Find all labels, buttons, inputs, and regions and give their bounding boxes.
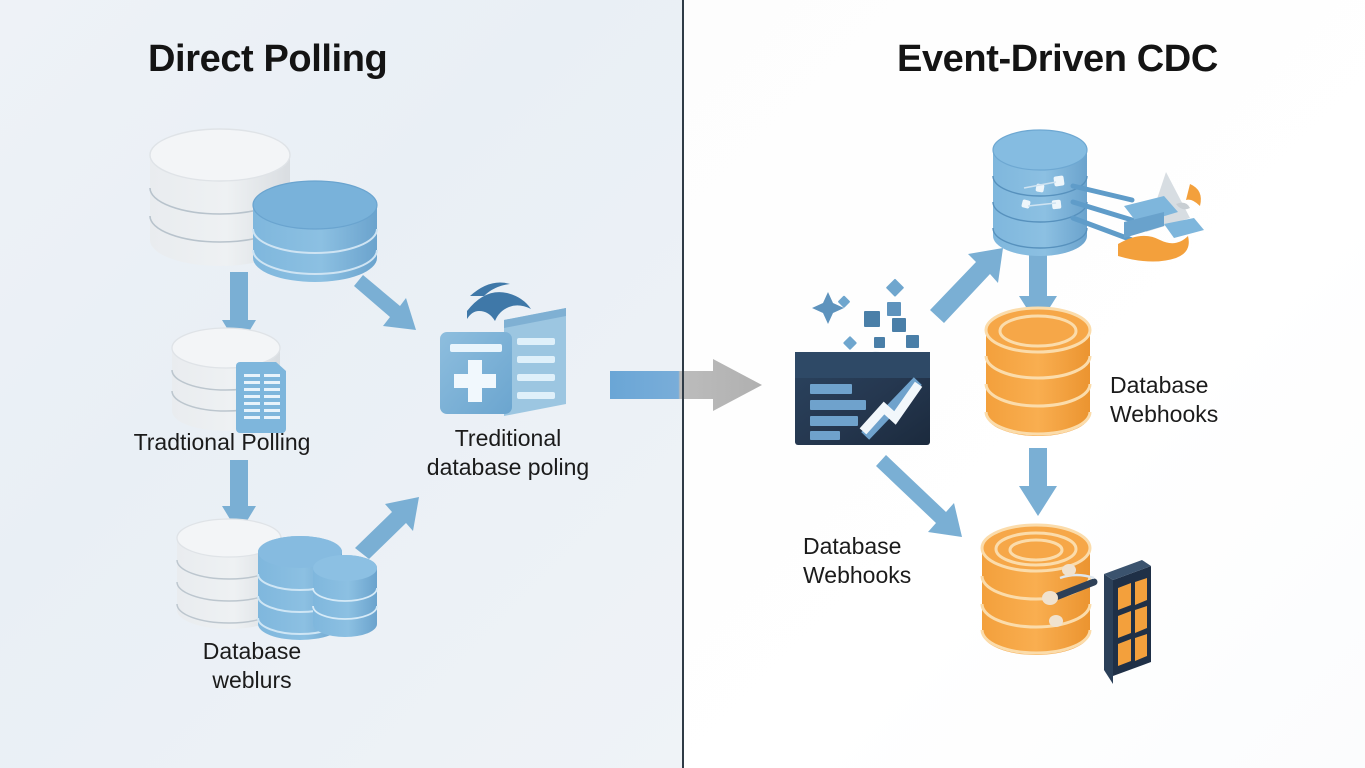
label-traditional-polling: Tradtional Polling: [133, 429, 311, 455]
page-title-right: Event-Driven CDC: [897, 38, 1218, 80]
arrow-webhooks-top-to-bottom: [1019, 448, 1057, 516]
transition-arrow: [610, 359, 762, 411]
panel-direct-polling: [0, 0, 683, 768]
label-traditional-database-polling: Treditional database poling: [426, 425, 590, 480]
server-card-plus-icon: [440, 282, 566, 416]
arrow-dashboard-to-webhooks-bottom: [876, 455, 962, 537]
arrow-weblurs-to-database-polling: [355, 497, 419, 559]
arrow-source-to-database-polling: [354, 275, 416, 330]
dashboard-analytics-icon: [795, 278, 930, 445]
label-database-webhooks-bottom: Database Webhooks: [803, 533, 912, 588]
database-with-datasheet-icon: [171, 327, 286, 433]
panel-divider: [682, 0, 684, 768]
label-database-webhooks-top: Database Webhooks: [1110, 372, 1219, 427]
label-database-weblurs: Database weblurs: [202, 638, 302, 693]
database-cylinder-cluster-icon: [176, 518, 378, 640]
database-cylinder-pair-icon: [149, 128, 378, 282]
blue-database-stream-icon: [992, 129, 1204, 262]
orange-database-cylinder-icon: [984, 306, 1092, 436]
arrow-dashboard-to-cdc-database: [930, 248, 1003, 323]
arrow-traditional-polling-to-weblurs: [222, 460, 256, 534]
page-title-left: Direct Polling: [148, 38, 388, 80]
orange-database-server-icon: [980, 523, 1151, 684]
